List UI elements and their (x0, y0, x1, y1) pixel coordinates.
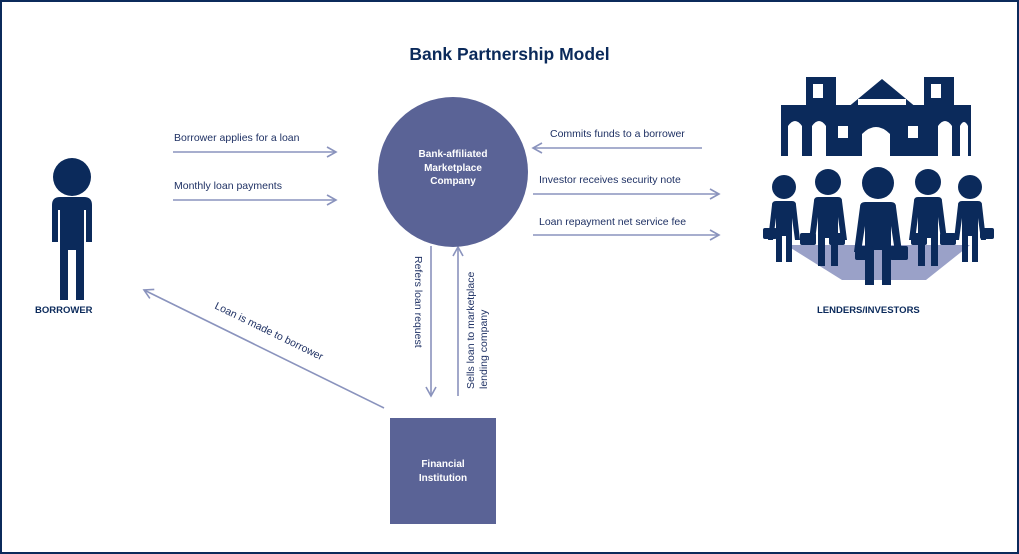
label-monthly: Monthly loan payments (174, 180, 282, 192)
financial-institution-node (390, 418, 496, 524)
person-icon (52, 158, 92, 300)
label-refers: Refers loan request (412, 256, 424, 348)
label-repayment: Loan repayment net service fee (539, 216, 687, 228)
borrower-caption: BORROWER (35, 305, 93, 316)
label-sells-line1: Sells loan to marketplace (465, 271, 477, 389)
diagram-title: Bank Partnership Model (409, 44, 610, 64)
label-security: Investor receives security note (539, 174, 681, 186)
marketplace-label: Bank-affiliated Marketplace Company (418, 149, 488, 187)
label-applies: Borrower applies for a loan (174, 132, 300, 144)
investors-group-icon (763, 167, 994, 285)
label-commits: Commits funds to a borrower (550, 128, 685, 140)
lenders-caption: LENDERS/INVESTORS (817, 305, 920, 316)
arrow-loan-made (142, 288, 385, 409)
label-sells-line2: lending company (478, 309, 490, 389)
marketplace-node (378, 97, 528, 247)
bank-building-icon (781, 77, 971, 156)
financial-institution-label: Financial Institution (418, 459, 468, 484)
